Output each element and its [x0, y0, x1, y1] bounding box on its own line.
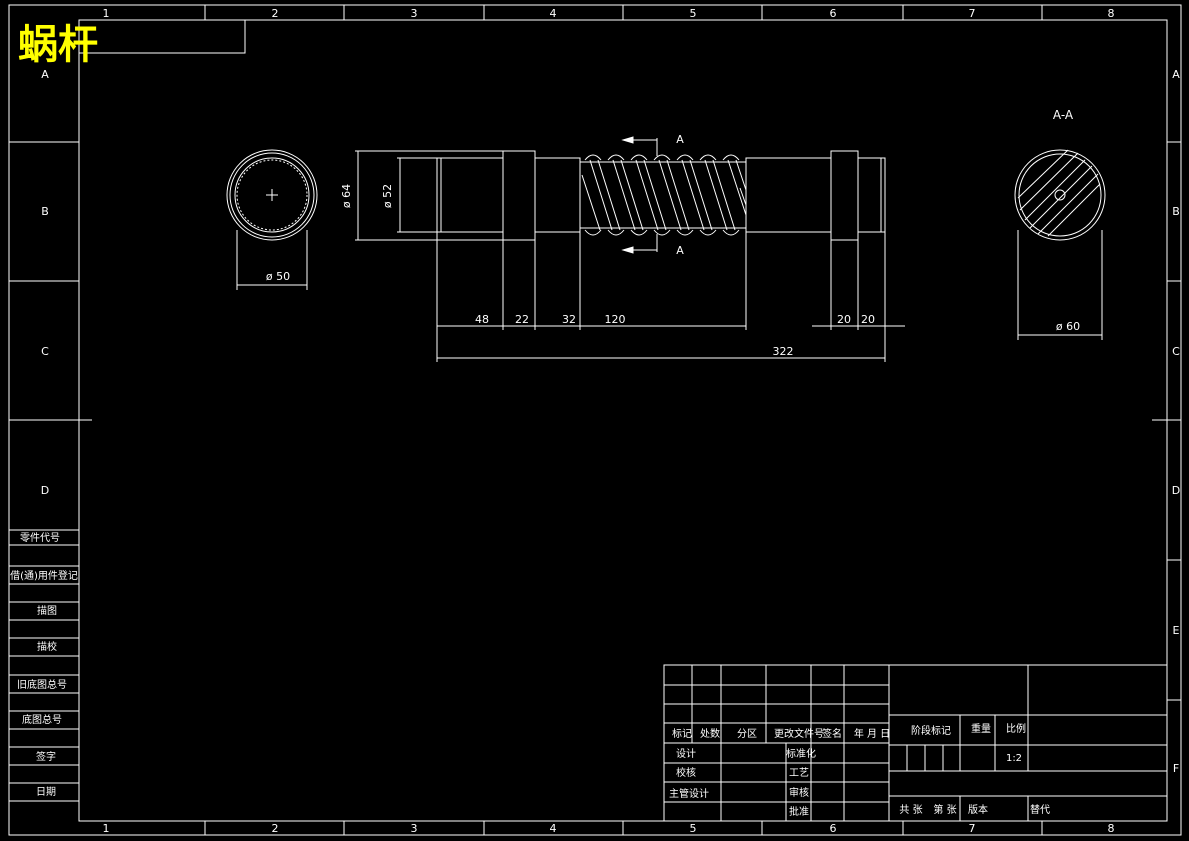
dim-dia-60: ø 60 — [1056, 320, 1080, 333]
svg-text:分区: 分区 — [737, 728, 757, 740]
svg-text:借(通)用件登记: 借(通)用件登记 — [10, 569, 78, 582]
worm-dimension-text: ø 64 ø 52 48 22 32 120 20 20 322 A A — [340, 133, 875, 358]
col-label: 5 — [690, 822, 697, 835]
title-box: 蜗杆 — [18, 19, 246, 68]
svg-text:审核: 审核 — [789, 786, 809, 799]
section-view — [1014, 149, 1106, 340]
col-label: 4 — [550, 7, 557, 20]
col-label: 7 — [969, 822, 976, 835]
dim-length: 20 — [837, 313, 851, 326]
svg-text:比例: 比例 — [1006, 722, 1026, 735]
svg-text:签名: 签名 — [822, 727, 842, 740]
drawing-border — [8, 4, 1182, 836]
svg-text:第 张: 第 张 — [933, 803, 956, 816]
title-block-text: 标记 处数 分区 更改文件号 签名 年 月 日 设计 校核 主管设计 标准化 工… — [669, 722, 1050, 818]
cut-mark-label: A — [676, 133, 684, 146]
col-label: 5 — [690, 7, 697, 20]
row-label: B — [1172, 205, 1180, 218]
dim-length: 120 — [605, 313, 626, 326]
svg-text:更改文件号: 更改文件号 — [774, 727, 824, 740]
worm-shaft-view — [355, 136, 905, 362]
row-label: A — [41, 68, 49, 81]
col-label: 6 — [830, 7, 837, 20]
col-label: 7 — [969, 7, 976, 20]
svg-text:日期: 日期 — [36, 786, 56, 798]
dim-total-length: 322 — [773, 345, 794, 358]
row-label: C — [41, 345, 49, 358]
dim-length: 20 — [861, 313, 875, 326]
side-table-text: 零件代号 借(通)用件登记 描图 描校 旧底图总号 底图总号 签字 日期 — [10, 532, 78, 798]
dim-dia-50: ø 50 — [266, 270, 290, 283]
section-label: A-A — [1053, 108, 1074, 122]
svg-text:1:2: 1:2 — [1006, 753, 1022, 764]
col-label: 8 — [1108, 822, 1115, 835]
zone-ticks — [9, 5, 1181, 835]
row-label: D — [1172, 484, 1180, 497]
svg-text:描校: 描校 — [37, 640, 57, 653]
col-label: 8 — [1108, 7, 1115, 20]
svg-text:描图: 描图 — [37, 604, 57, 617]
svg-text:工艺: 工艺 — [789, 767, 809, 779]
svg-text:校核: 校核 — [676, 766, 696, 779]
col-label: 6 — [830, 822, 837, 835]
svg-text:处数: 处数 — [700, 727, 720, 740]
svg-text:旧底图总号: 旧底图总号 — [17, 678, 67, 691]
row-label: B — [41, 205, 49, 218]
svg-text:设计: 设计 — [676, 747, 696, 760]
svg-text:版本: 版本 — [968, 803, 988, 816]
svg-text:签字: 签字 — [36, 750, 56, 763]
svg-text:重量: 重量 — [971, 722, 991, 735]
dim-length: 22 — [515, 313, 529, 326]
row-label: E — [1173, 624, 1180, 637]
dim-dia-64: ø 64 — [340, 184, 353, 208]
row-label: C — [1172, 345, 1180, 358]
svg-text:标准化: 标准化 — [786, 747, 816, 760]
svg-text:零件代号: 零件代号 — [20, 532, 60, 544]
svg-text:标记: 标记 — [672, 728, 692, 740]
col-label: 1 — [103, 822, 110, 835]
svg-text:年 月 日: 年 月 日 — [854, 727, 890, 740]
svg-text:批准: 批准 — [789, 805, 809, 818]
left-end-view — [226, 149, 318, 290]
col-label: 2 — [272, 822, 279, 835]
row-label: F — [1173, 762, 1179, 775]
col-label: 1 — [103, 7, 110, 20]
svg-text:共 张: 共 张 — [899, 804, 922, 816]
col-label: 3 — [411, 7, 418, 20]
row-label: A — [1172, 68, 1180, 81]
col-label: 3 — [411, 822, 418, 835]
row-label: D — [41, 484, 49, 497]
dim-length: 48 — [475, 313, 489, 326]
dim-dia-52: ø 52 — [381, 184, 394, 208]
col-label: 4 — [550, 822, 557, 835]
title-block — [663, 664, 1168, 822]
svg-text:主管设计: 主管设计 — [669, 787, 709, 800]
svg-text:替代: 替代 — [1030, 803, 1050, 816]
col-label: 2 — [272, 7, 279, 20]
svg-text:底图总号: 底图总号 — [22, 713, 62, 726]
drawing-title: 蜗杆 — [18, 21, 98, 68]
side-table — [9, 529, 79, 802]
dim-length: 32 — [562, 313, 576, 326]
svg-text:阶段标记: 阶段标记 — [911, 724, 951, 737]
zone-labels: 1 2 3 4 5 6 7 8 1 2 3 4 5 6 7 8 A B C D … — [41, 7, 1180, 835]
cut-mark-label: A — [676, 244, 684, 257]
